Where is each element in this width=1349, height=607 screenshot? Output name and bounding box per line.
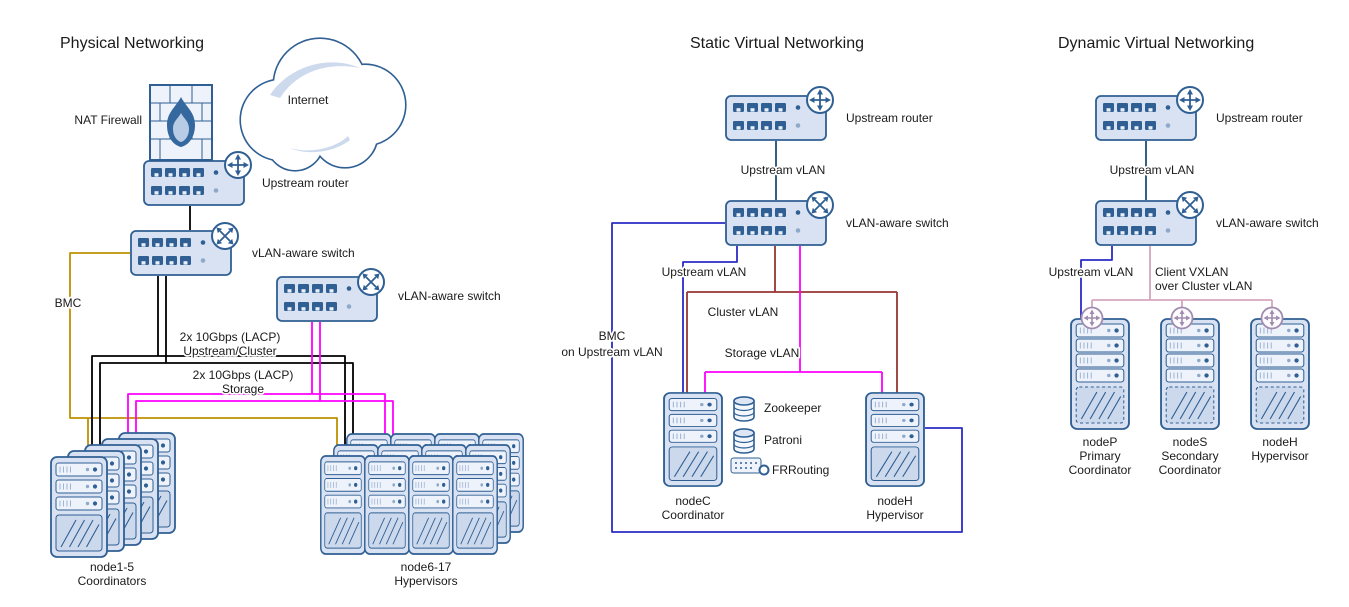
nodes-label: Coordinator bbox=[1159, 463, 1222, 477]
server-tower bbox=[409, 456, 453, 554]
client-vxlan-label: Client VXLAN bbox=[1155, 265, 1228, 279]
vlan-switch2-label: vLAN-aware switch bbox=[398, 289, 501, 303]
bmc-label: BMC bbox=[55, 296, 82, 310]
coordinators-label: Coordinators bbox=[78, 574, 147, 588]
nodeh-label: Hypervisor bbox=[866, 508, 923, 522]
vxlan-badge-icon bbox=[1080, 306, 1104, 330]
server-tower bbox=[453, 456, 497, 554]
switch-badge-icon bbox=[806, 191, 834, 219]
upstream-vlan-link-label: Upstream vLAN bbox=[741, 163, 826, 177]
nodes-server-tower bbox=[1161, 319, 1219, 429]
upstream-router-label: Upstream router bbox=[1216, 111, 1303, 125]
vxlan-badge-icon bbox=[1170, 306, 1194, 330]
nodeh-label: nodeH bbox=[877, 494, 912, 508]
nodeh-server-tower bbox=[866, 393, 924, 486]
flame-icon bbox=[167, 97, 195, 147]
bmc-label: on Upstream vLAN bbox=[561, 345, 662, 359]
switch-badge-icon bbox=[1176, 191, 1204, 219]
lacp-storage-label: 2x 10Gbps (LACP) bbox=[193, 368, 294, 382]
upstream-router-label: Upstream router bbox=[262, 176, 349, 190]
vlan-switch-label: vLAN-aware switch bbox=[846, 216, 949, 230]
upstream-vlan-line bbox=[1080, 246, 1113, 330]
lacp-upstream-label: Upstream/Cluster bbox=[183, 344, 276, 358]
server-tower bbox=[321, 456, 365, 554]
router-badge-icon bbox=[806, 86, 834, 114]
cloud-swoosh bbox=[290, 136, 350, 153]
switch-badge-icon bbox=[357, 268, 385, 296]
router-badge-icon bbox=[224, 151, 252, 179]
static-virtual-panel: Static Virtual Networking Upstream route… bbox=[560, 35, 963, 533]
internet-cloud bbox=[239, 37, 407, 172]
vxlan-badge-icon bbox=[1260, 306, 1284, 330]
frrouting-icon bbox=[730, 457, 770, 476]
bmc-label: BMC bbox=[599, 329, 626, 343]
frrouting-label: FRRouting bbox=[772, 463, 829, 477]
patroni-label: Patroni bbox=[764, 433, 802, 447]
hypervisors-label: Hypervisors bbox=[394, 574, 457, 588]
server-tower bbox=[51, 457, 107, 557]
zookeeper-label: Zookeeper bbox=[764, 401, 821, 415]
upstream-router-label: Upstream router bbox=[846, 111, 933, 125]
nodep-label: nodeP bbox=[1083, 435, 1118, 449]
nodec-server-tower bbox=[664, 393, 722, 486]
nodeh-label: nodeH bbox=[1262, 435, 1297, 449]
nodec-label: nodeC bbox=[675, 494, 711, 508]
lacp-upstream-label: 2x 10Gbps (LACP) bbox=[180, 330, 281, 344]
nodes-label: Secondary bbox=[1161, 449, 1218, 463]
nat-firewall-label: NAT Firewall bbox=[74, 113, 142, 127]
hypervisors-label: node6-17 bbox=[401, 560, 452, 574]
nodep-label: Coordinator bbox=[1069, 463, 1132, 477]
database-cylinder-patroni bbox=[733, 428, 755, 454]
database-cylinder-zookeeper bbox=[733, 396, 755, 422]
internet-label: Internet bbox=[288, 93, 329, 107]
upstream-cluster-cables bbox=[91, 276, 354, 470]
coordinator-stack bbox=[51, 433, 175, 557]
upstream-vlan-link-label: Upstream vLAN bbox=[1110, 163, 1195, 177]
nodes-label: nodeS bbox=[1173, 435, 1208, 449]
vlan-switch-label: vLAN-aware switch bbox=[252, 246, 355, 260]
dynamic-virtual-panel: Dynamic Virtual Networking Upstream rout… bbox=[1047, 35, 1319, 477]
storage-cables bbox=[127, 322, 394, 470]
storage-vlan-line bbox=[704, 246, 883, 410]
hypervisor-stack bbox=[321, 434, 523, 554]
nodec-label: Coordinator bbox=[662, 508, 725, 522]
physical-title: Physical Networking bbox=[60, 35, 204, 52]
switch-badge-icon bbox=[211, 222, 239, 250]
frrouting-lens-icon bbox=[758, 464, 770, 476]
upstream-vlan-label: Upstream vLAN bbox=[1049, 265, 1134, 279]
nodep-server-tower bbox=[1071, 319, 1129, 429]
bmc-upstream-line bbox=[611, 222, 963, 533]
nodeh-server-tower bbox=[1251, 319, 1309, 429]
router-badge-icon bbox=[1176, 86, 1204, 114]
coordinators-label: node1-5 bbox=[90, 560, 134, 574]
lacp-storage-label: Storage bbox=[222, 382, 264, 396]
nodep-label: Primary bbox=[1079, 449, 1120, 463]
cluster-vlan-label: Cluster vLAN bbox=[708, 305, 779, 319]
static-virtual-title: Static Virtual Networking bbox=[690, 35, 864, 52]
nat-firewall-icon bbox=[149, 84, 213, 161]
upstream-vlan-line bbox=[682, 246, 738, 410]
vlan-switch-label: vLAN-aware switch bbox=[1216, 216, 1319, 230]
upstream-vlan-label: Upstream vLAN bbox=[662, 265, 747, 279]
client-vxlan-label: over Cluster vLAN bbox=[1155, 279, 1252, 293]
dynamic-virtual-title: Dynamic Virtual Networking bbox=[1058, 35, 1254, 52]
physical-panel: Physical Networking Internet NAT Firewal… bbox=[51, 35, 523, 588]
cluster-vlan-line bbox=[686, 246, 898, 410]
nodeh-label: Hypervisor bbox=[1251, 449, 1308, 463]
storage-vlan-label: Storage vLAN bbox=[725, 346, 800, 360]
server-tower bbox=[365, 456, 409, 554]
cloud-swoosh bbox=[270, 62, 360, 98]
client-vxlan-lines bbox=[1091, 246, 1273, 312]
